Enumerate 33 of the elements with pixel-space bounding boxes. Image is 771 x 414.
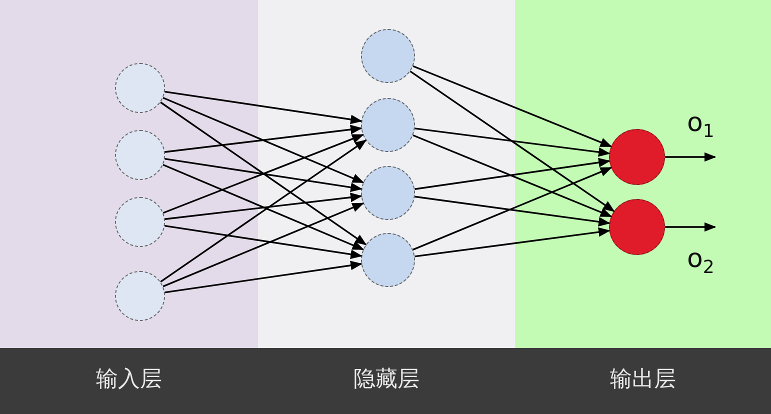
arrow (162, 164, 364, 250)
neuron-circle (361, 29, 415, 83)
arrow (414, 227, 610, 258)
arrow (665, 222, 716, 232)
arrow (164, 192, 362, 220)
arrow (162, 202, 364, 288)
arrow (414, 128, 610, 157)
layer-label: 输入层 (95, 366, 163, 394)
arrow (410, 70, 615, 212)
arrow (164, 224, 362, 259)
arrow (164, 158, 362, 192)
neuron-circle (115, 63, 165, 113)
neuron-circle (361, 233, 415, 287)
neuron-circle (115, 130, 165, 180)
neuron-circle (115, 197, 165, 247)
arrow (414, 158, 610, 190)
neuron-circle (361, 98, 415, 152)
layer-label: 隐藏层 (352, 366, 420, 394)
arrow (164, 90, 362, 124)
neuron-circle (115, 271, 165, 321)
arrow (412, 65, 612, 148)
arrow (160, 140, 367, 282)
arrow (665, 152, 716, 162)
arrow (414, 196, 610, 226)
arrow (412, 166, 612, 250)
arrow (162, 134, 364, 214)
arrow (412, 134, 612, 218)
arrow (160, 102, 367, 246)
arrow (164, 260, 362, 294)
layer-label: 输出层 (609, 366, 677, 394)
arrow (164, 124, 362, 153)
neuron-circle (361, 166, 415, 220)
arrow (162, 96, 364, 184)
